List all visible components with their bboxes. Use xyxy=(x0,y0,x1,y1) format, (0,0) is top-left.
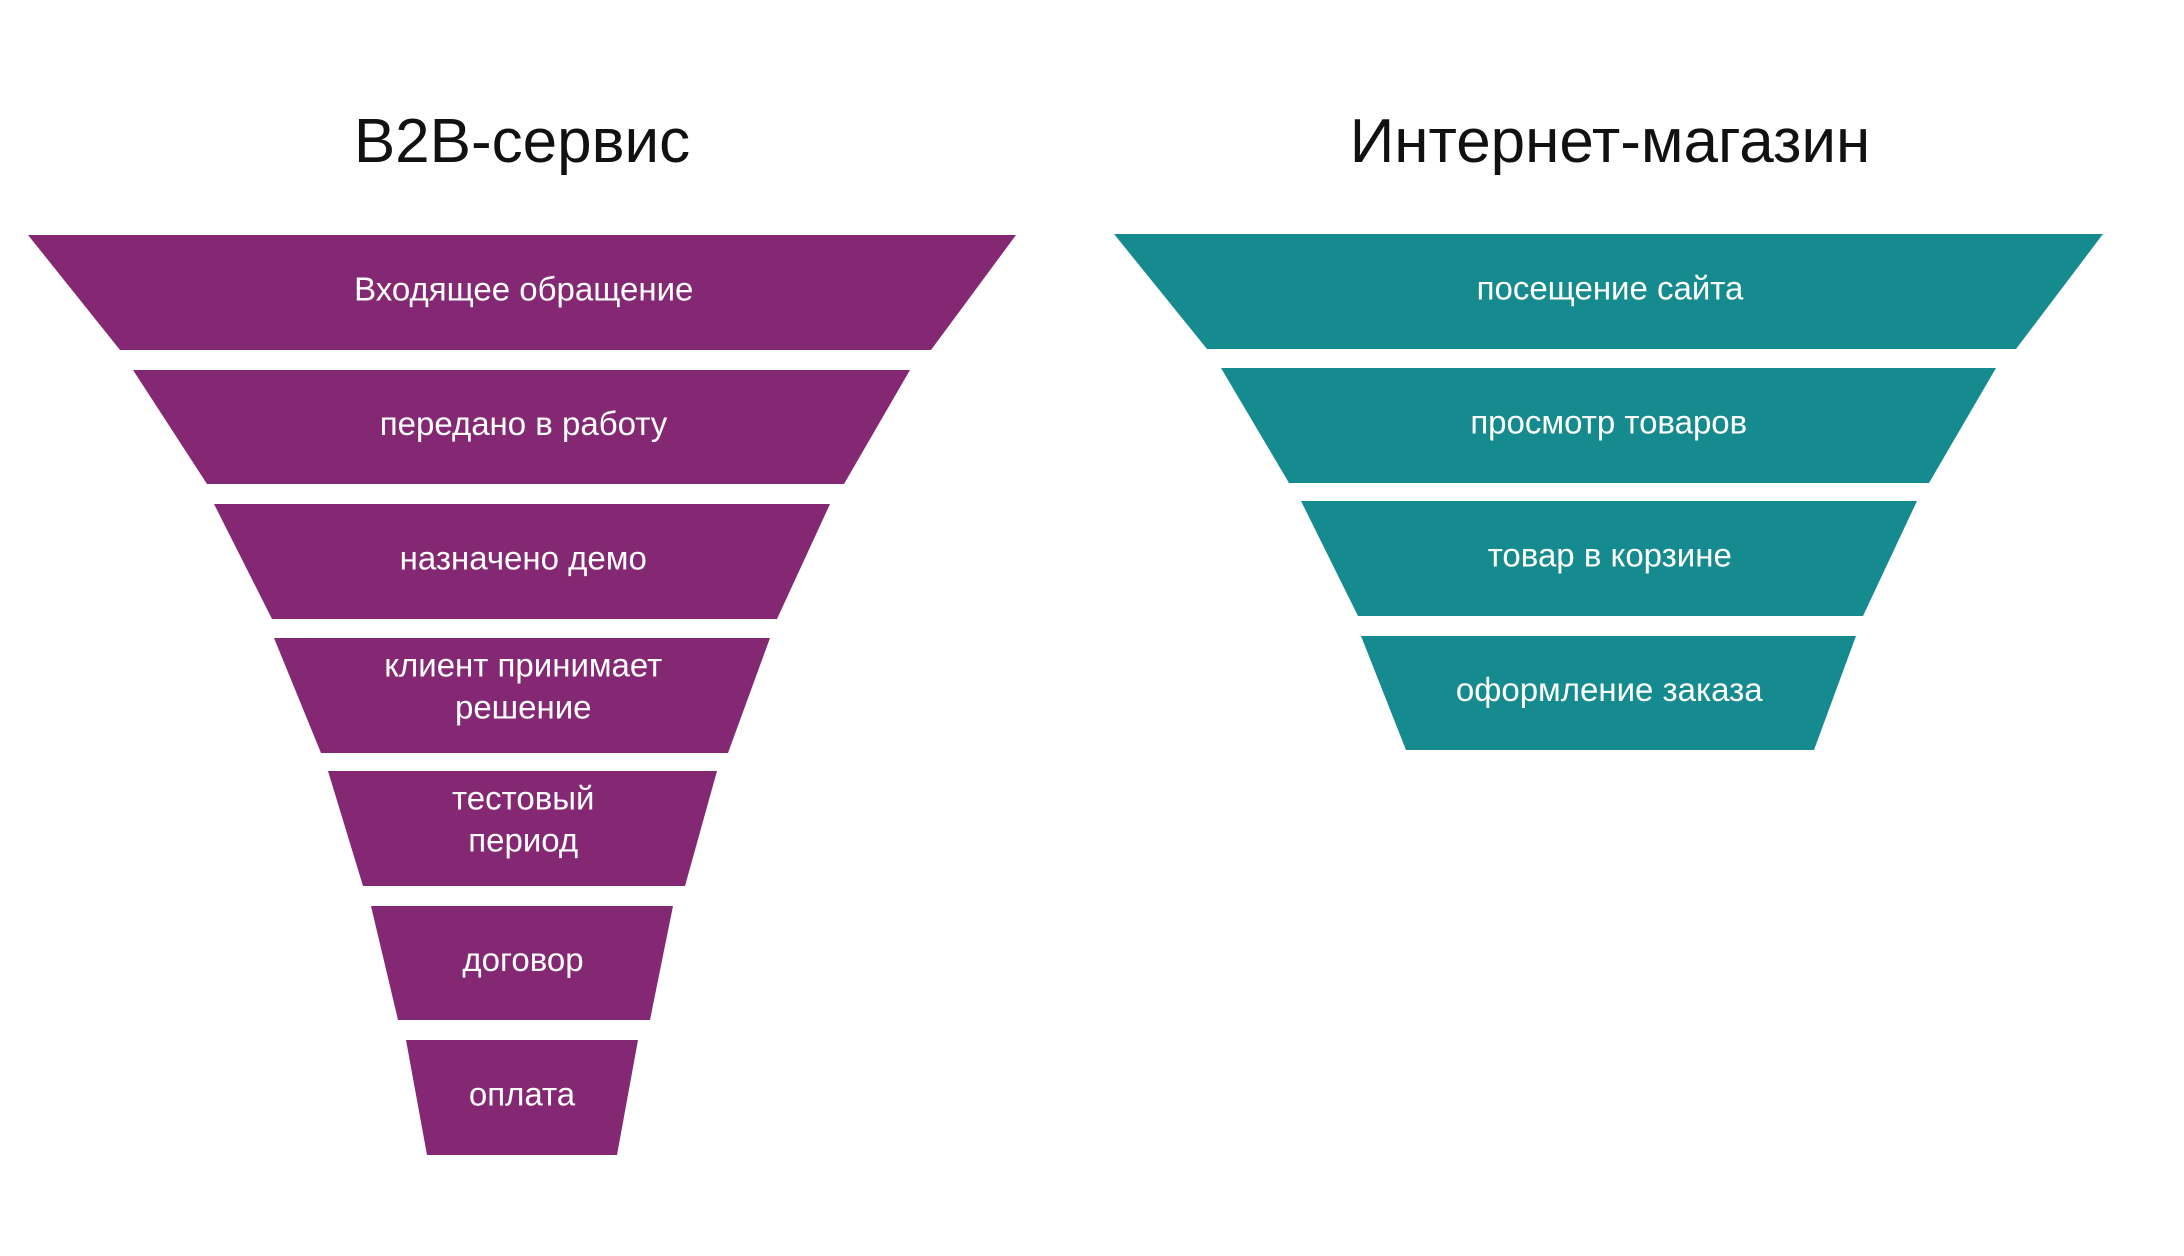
funnel-stage-label: назначено демо xyxy=(400,540,647,577)
funnel-stage xyxy=(133,370,910,484)
funnel-stage-label: передано в работу xyxy=(380,405,668,442)
funnel-stage-label: оплата xyxy=(469,1076,576,1113)
funnel-stage-label: период xyxy=(468,822,578,859)
funnel-stage xyxy=(328,771,717,886)
funnel-title: B2B-сервис xyxy=(354,107,690,176)
funnel-stage-label: тестовый xyxy=(452,780,594,817)
funnel-stage-label: посещение сайта xyxy=(1477,270,1744,307)
funnel-stage xyxy=(214,504,830,619)
funnel-stage xyxy=(1114,234,2103,349)
funnel-stage-label: договор xyxy=(462,941,583,978)
funnel-stage-label: просмотр товаров xyxy=(1470,404,1747,441)
funnel-stage-label: решение xyxy=(455,689,592,726)
funnel-stage-label: Входящее обращение xyxy=(354,271,693,308)
funnel-stage-label: товар в корзине xyxy=(1488,537,1732,574)
funnel-stage xyxy=(1221,368,1996,483)
ecommerce-funnel: Интернет-магазин посещение сайта просмотр … xyxy=(1114,107,2103,750)
funnel-stage xyxy=(1361,636,1856,750)
funnel-stage-label: клиент принимает xyxy=(384,647,662,684)
funnel-stage xyxy=(371,906,673,1020)
funnel-title: Интернет-магазин xyxy=(1350,107,1871,176)
funnel-stage xyxy=(28,235,1016,350)
funnel-stage xyxy=(406,1040,638,1155)
funnel-stage xyxy=(274,638,770,753)
funnel-stage xyxy=(1301,501,1917,616)
funnel-stage-label: оформление заказа xyxy=(1456,671,1763,708)
